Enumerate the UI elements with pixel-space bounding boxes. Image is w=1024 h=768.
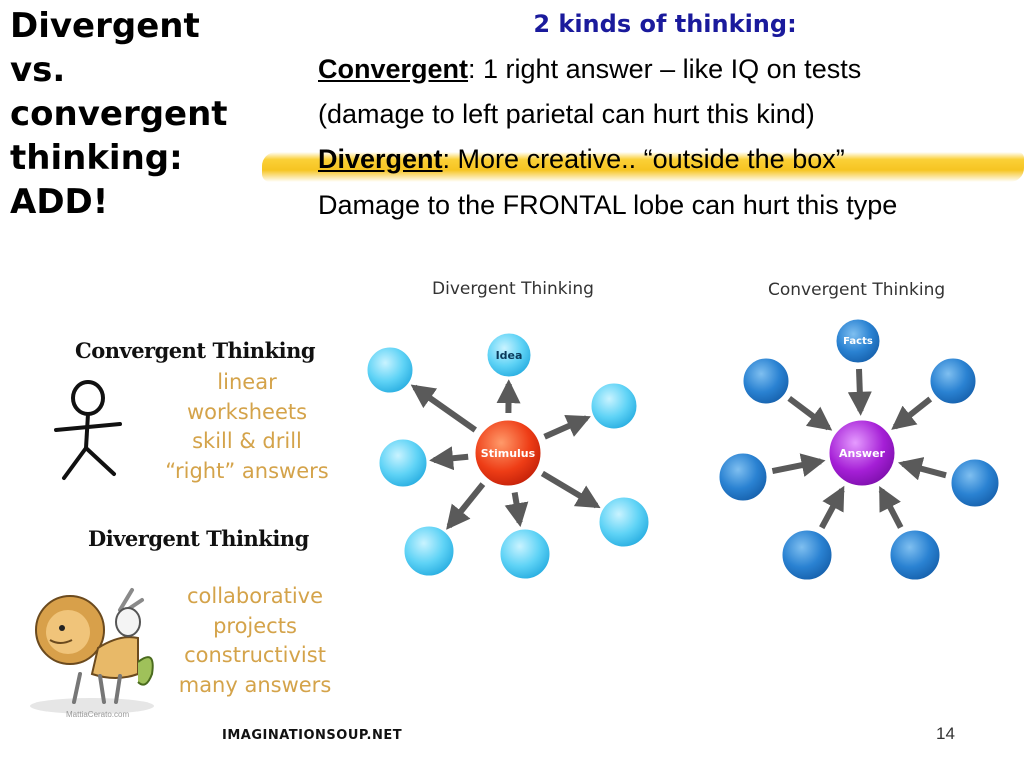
divergent-arrow: [504, 491, 529, 528]
divergent-trait: many answers: [178, 672, 332, 697]
convergent-diagram-title: Convergent Thinking: [768, 280, 946, 300]
slide-heading: 2 kinds of thinking:: [533, 10, 797, 38]
divergent-arrow: [410, 384, 478, 433]
divergent-trait: collaborative: [186, 584, 324, 608]
convergent-line: Convergent: 1 right answer – like IQ on …: [318, 54, 861, 85]
slide-title-line-3: convergent: [10, 94, 228, 134]
divergent-arrow: [540, 470, 601, 509]
divergent-trait: projects: [213, 613, 297, 638]
divergent-arrow: [543, 414, 591, 440]
divergent-node: [596, 494, 652, 550]
divergent-node: [588, 380, 640, 432]
convergent-node: [740, 355, 792, 407]
divergent-node: [401, 523, 457, 579]
divergent-trait: constructivist: [184, 643, 326, 667]
convergent-node: [948, 456, 1002, 510]
facts-label: Facts: [843, 336, 873, 347]
divergent-note: Damage to the FRONTAL lobe can hurt this…: [318, 190, 898, 220]
idea-label: Idea: [496, 349, 523, 362]
slide-title: Divergent vs. convergent thinking: ADD!: [10, 4, 280, 224]
divergent-diagram-title: Divergent Thinking: [432, 279, 594, 299]
convergent-node: [779, 527, 835, 583]
slide-title-line-1: Divergent: [10, 6, 200, 46]
divergent-node: [376, 436, 430, 490]
convergent-trait: linear: [217, 370, 277, 394]
convergent-arrow: [878, 486, 904, 529]
convergent-trait: skill & drill: [192, 429, 302, 453]
convergent-note: (damage to left parietal can hurt this k…: [318, 99, 815, 129]
convergent-arrow: [819, 485, 845, 530]
page-number: 14: [936, 724, 955, 743]
convergent-arrow: [891, 396, 933, 430]
divergent-node: [364, 344, 416, 396]
lion-goat-creature-icon: [30, 588, 154, 714]
convergent-definition: : 1 right answer – like IQ on tests: [468, 54, 862, 84]
answer-node: [826, 417, 898, 489]
divergent-node: [484, 330, 534, 380]
convergent-term: Convergent: [318, 54, 469, 84]
answer-label: Answer: [839, 447, 886, 460]
source-credit: IMAGINATIONSOUP.NET: [222, 728, 403, 743]
stimulus-label: Stimulus: [481, 447, 536, 460]
divergent-diagram: Stimulus Idea: [364, 330, 652, 582]
divergent-line: Divergent: More creative.. “outside the …: [318, 144, 845, 175]
divergent-traits-list: collaborative projects constructivist ma…: [168, 582, 342, 700]
convergent-node: [927, 355, 979, 407]
divergent-panel-title: Divergent Thinking: [88, 526, 309, 551]
divergent-node: [497, 526, 553, 582]
convergent-arrow: [897, 457, 947, 481]
stick-figure-icon: [54, 380, 122, 480]
convergent-node: [887, 527, 943, 583]
convergent-trait: worksheets: [186, 399, 308, 424]
divergent-definition: : More creative.. “outside the box”: [442, 144, 845, 174]
slide-title-line-5: ADD!: [10, 182, 109, 222]
convergent-trait: “right” answers: [165, 458, 329, 483]
convergent-traits-list: linear worksheets skill & drill “right” …: [158, 368, 336, 486]
slide-title-line-4: thinking:: [10, 138, 183, 178]
divergent-term: Divergent: [318, 144, 443, 174]
convergent-arrow: [771, 453, 826, 477]
convergent-arrow: [847, 368, 872, 416]
convergent-arrow: [787, 396, 833, 431]
divergent-arrow: [446, 482, 486, 530]
convergent-node: [716, 450, 770, 504]
divergent-arrow: [429, 446, 469, 471]
slide-title-line-2: vs.: [10, 50, 66, 90]
convergent-node: [833, 316, 883, 366]
illustration-credit: MattiaCerato.com: [66, 710, 130, 719]
highlighter-stroke: [262, 152, 1024, 182]
convergent-panel-title: Convergent Thinking: [75, 338, 316, 363]
stimulus-node: [472, 417, 544, 489]
convergent-diagram: Answer Facts: [716, 316, 1002, 583]
